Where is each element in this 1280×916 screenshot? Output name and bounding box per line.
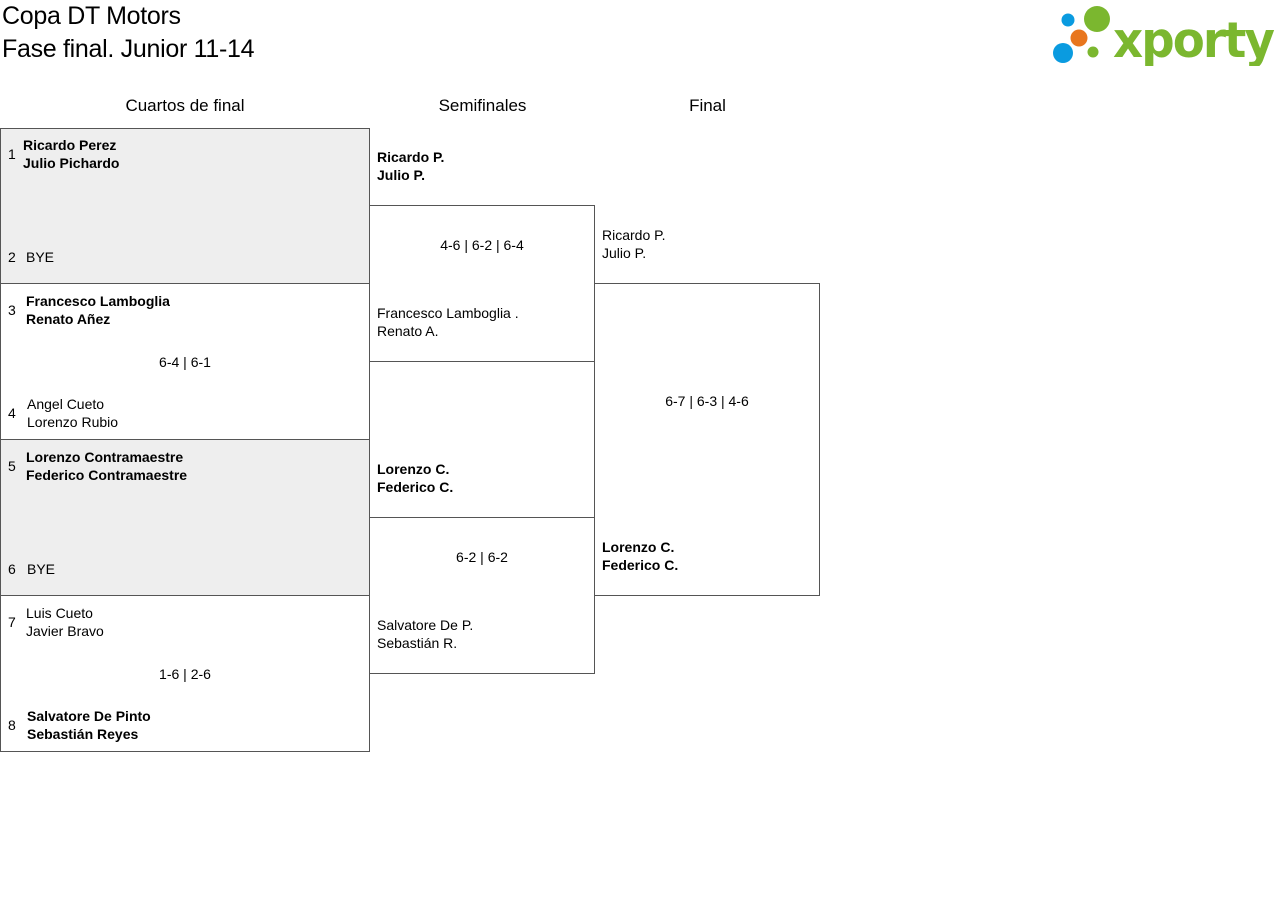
match-score: 6-2 | 6-2 (456, 549, 508, 565)
round-header-quarterfinals: Cuartos de final (125, 96, 245, 115)
page-subtitle: Fase final. Junior 11-14 (2, 35, 255, 63)
seed-number: 4 (8, 405, 16, 421)
logo-dot-green-small (1087, 46, 1099, 58)
logo-wordmark: xporty (1113, 12, 1275, 66)
team-player: Salvatore De Pinto (27, 708, 151, 724)
team-player: Angel Cueto (27, 396, 105, 412)
match-score: 1-6 | 2-6 (159, 666, 211, 682)
team-player: Luis Cueto (26, 605, 93, 621)
seed-number: 7 (8, 614, 16, 630)
logo-dot-green-large (1084, 6, 1110, 32)
team-player: Renato Añez (26, 311, 111, 327)
team-player: Sebastián R. (377, 635, 458, 651)
seed-number: 3 (8, 302, 16, 318)
seed-number: 5 (8, 458, 16, 474)
match-score: 6-7 | 6-3 | 4-6 (665, 393, 749, 409)
match-score: 4-6 | 6-2 | 6-4 (440, 237, 524, 253)
logo-dot-blue-large (1053, 43, 1073, 63)
page-title: Copa DT Motors (2, 2, 181, 30)
logo-dot-blue-small (1061, 13, 1075, 27)
team-player: Ricardo Perez (23, 137, 117, 153)
team-player: Federico Contramaestre (26, 467, 188, 483)
team-player: Lorenzo C. (377, 461, 450, 477)
seed-number: 6 (8, 561, 16, 577)
team-player: Ricardo P. (377, 149, 445, 165)
team-player: Julio Pichardo (23, 155, 120, 171)
team-player: Lorenzo Contramaestre (26, 449, 184, 465)
team-player: Francesco Lamboglia (26, 293, 170, 309)
seed-number: 2 (8, 249, 16, 265)
team-player: Francesco Lamboglia . (377, 305, 519, 321)
xporty-logo: xporty (1053, 6, 1276, 66)
quarterfinal-match-3 (0, 439, 370, 596)
team-player: Federico C. (602, 557, 679, 573)
team-player: Sebastián Reyes (27, 726, 139, 742)
seed-number: 8 (8, 717, 16, 733)
quarterfinal-match-1 (0, 128, 370, 284)
match-score: 6-4 | 6-1 (159, 354, 211, 370)
logo-dot-orange (1070, 29, 1088, 47)
team-player: Ricardo P. (602, 227, 666, 243)
team-player: Renato A. (377, 323, 439, 339)
team-player: Javier Bravo (26, 623, 104, 639)
final-match (594, 283, 820, 596)
round-header-final: Final (689, 96, 726, 115)
team-player: Lorenzo Rubio (27, 414, 119, 430)
round-header-semifinals: Semifinales (438, 96, 527, 115)
team-player: Julio P. (602, 245, 647, 261)
team-player: Federico C. (377, 479, 454, 495)
team-player: Julio P. (377, 167, 425, 183)
team-player: Salvatore De P. (377, 617, 474, 633)
seed-number: 1 (8, 146, 16, 162)
team-player: Lorenzo C. (602, 539, 675, 555)
team-player: BYE (26, 249, 55, 265)
team-player: BYE (27, 561, 56, 577)
